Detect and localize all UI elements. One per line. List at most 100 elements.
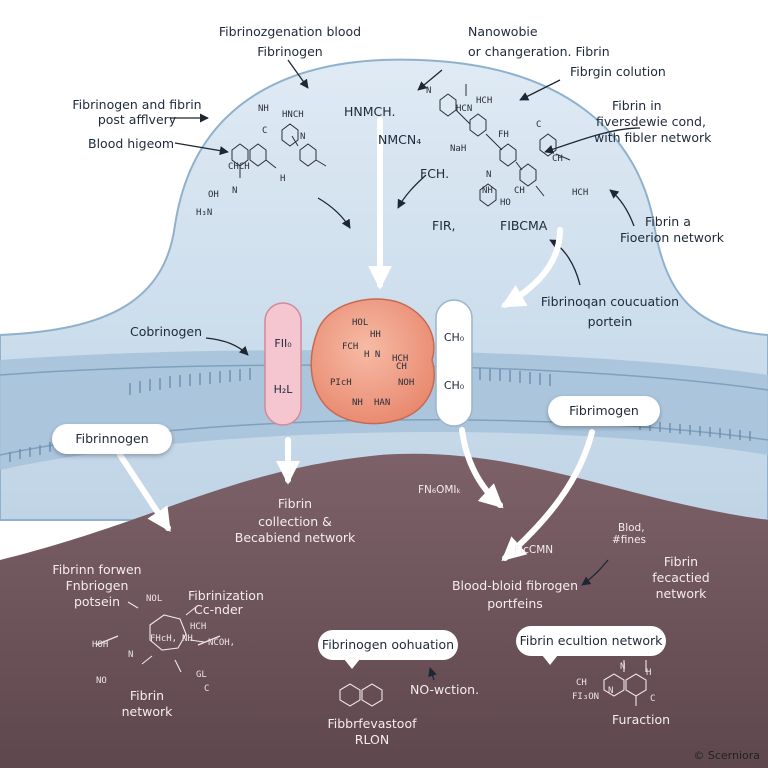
label-lower-left-3: potsein: [73, 594, 121, 609]
mol-top-left-atom: H: [280, 174, 286, 184]
label-mid-fibcma: FIBCMA: [500, 218, 548, 233]
label-lower-left-2: Fnbriogen: [65, 578, 129, 593]
label-right-4: Fibrin a: [645, 214, 691, 229]
label-left-3: Blood higeom: [88, 136, 175, 151]
label-bottom-center-3: RLON: [354, 732, 390, 747]
label-fibrinization-2: Cc-nder: [194, 602, 243, 617]
mol-bottom-left-atom: NH: [182, 634, 193, 644]
label-cobrinogen: Cobrinogen: [130, 324, 203, 339]
label-top-center-1: Fibrinozgenation blood: [218, 24, 362, 39]
mol-top-left-atom: NH: [258, 104, 269, 114]
blob-text-atom: HOL: [352, 318, 369, 328]
mol-top-left-atom: OH: [208, 190, 219, 200]
blob-text-atom: FCH: [342, 342, 359, 352]
mol-bottom-left-atom: NCOH,: [208, 638, 236, 648]
label-right-fibrin-2: fecactied: [652, 570, 710, 585]
capsule-left-text-1: FII₀: [274, 337, 292, 350]
label-right-5: Fioerion network: [620, 230, 725, 245]
mol-top-right-atom: FH: [498, 130, 509, 140]
label-right-fibrin-3: network: [655, 586, 707, 601]
mol-bottom-left-atom: C: [204, 684, 210, 694]
label-center-formula: FIcCMN: [514, 544, 554, 556]
mol-bottom-left-atom: NOL: [146, 594, 163, 604]
bubble-fibrin-ecultion-network: Fibrin ecultion network: [516, 626, 666, 665]
capsule-right-text-1: CH₀: [443, 331, 465, 344]
blob-text-atom: HH: [370, 330, 381, 340]
mol-top-right-atom: C: [536, 120, 542, 130]
label-bottom-center-2: Fibbrfevastoof: [327, 716, 417, 731]
label-center-bottom-3: Becabiend network: [234, 530, 356, 545]
pill-fibrimogen: Fibrimogen: [548, 396, 660, 426]
label-left-1: Fibrinogen and fibrin: [72, 97, 202, 112]
label-lower-left-4: Fibrin: [129, 688, 165, 703]
label-right-1: Fibrin in: [612, 98, 662, 113]
mol-bottom-right-atom: N: [608, 686, 614, 696]
blob-text-atom: CH: [396, 362, 407, 372]
label-bottom-center-1: NO-wction.: [410, 682, 480, 697]
mol-bottom-left-atom: HOH: [92, 640, 109, 650]
label-right-2: fiversdewie cond,: [596, 114, 706, 129]
label-coagulation-2: portein: [587, 314, 633, 329]
label-center-bottom-2: collection &: [258, 514, 332, 529]
mol-top-left-atom: H₃N: [196, 208, 213, 218]
capsule-left: [264, 302, 302, 426]
label-right-small-1: Blod,: [618, 522, 645, 534]
credit-text: © Scerniora: [693, 749, 760, 762]
capsule-right-text-2: CH₀: [443, 379, 465, 392]
blob-text-atom: HAN: [374, 398, 391, 408]
label-center-bottom-1: Fibrin: [277, 496, 313, 511]
capsule-left-text-2: H₂L: [273, 383, 293, 396]
label-mid-hnmch: HNMCH.: [344, 104, 396, 119]
mol-top-right-atom: HCN: [456, 104, 473, 114]
label-top-right-2: or changeration. Fibrin: [468, 44, 610, 59]
mol-bottom-right-atom: CH: [576, 678, 587, 688]
mol-bottom-left-atom: GL: [196, 670, 207, 680]
mol-bottom-left-atom: N: [128, 650, 134, 660]
mol-top-right-atom: CH: [552, 154, 563, 164]
label-top-right-1: Nanowobie: [468, 24, 538, 39]
blob-text-atom: NH: [352, 398, 363, 408]
label-top-center-2: Fibrinogen: [257, 44, 323, 59]
blob-text-atom: PIcH: [330, 378, 352, 388]
label-blood-fibrogen-1: Blood-bloid fibrogen: [451, 578, 579, 593]
mol-top-left-atom: HNCH: [282, 110, 304, 120]
mol-top-right-atom: N: [426, 86, 432, 96]
mol-top-left-atom: N: [232, 186, 238, 196]
mol-bottom-left-atom: HCH: [190, 622, 207, 632]
bubble-fibrinogen-oohuation: Fibrinogen oohuation: [318, 630, 458, 669]
mol-bottom-right-atom: N: [620, 662, 626, 672]
protein-blob: [310, 298, 435, 425]
mol-top-left-atom: CHCH: [228, 162, 250, 172]
label-mid-fch: FCH.: [420, 166, 450, 181]
label-left-2: post afflvery: [97, 112, 177, 127]
blob-text-atom: HCH: [392, 354, 409, 364]
label-mid-nmcn: NMCN₄: [378, 132, 422, 147]
label-bottom-right: Furaction: [612, 712, 671, 727]
mol-top-right-atom: HO: [500, 198, 511, 208]
label-lower-left-1: Fibrinn forwen: [52, 562, 142, 577]
mol-bottom-right-atom: H: [646, 668, 652, 678]
label-blood-fibrogen-2: portfeins: [487, 596, 543, 611]
blob-text-atom: NOH: [398, 378, 415, 388]
label-right-fibrin-1: Fibrin: [663, 554, 699, 569]
label-right-3: with fibler network: [594, 130, 712, 145]
mol-top-right-atom: CH: [514, 186, 525, 196]
label-mid-right-formula: FN₆OMIₖ: [418, 484, 461, 496]
mol-top-right-atom: NaH: [450, 144, 467, 154]
mol-bottom-left-atom: NO: [96, 676, 107, 686]
label-lower-left-5: network: [121, 704, 173, 719]
label-mid-fir: FIR,: [432, 218, 456, 233]
mol-top-right-atom: HCH: [476, 96, 493, 106]
mol-bottom-right-atom: C: [650, 694, 656, 704]
label-right-small-2: #fines: [612, 534, 646, 546]
blob-text-atom: H N: [364, 350, 381, 360]
label-coagulation-1: Fibrinoqan coucuation: [540, 294, 680, 309]
mol-top-right-atom: N: [486, 170, 492, 180]
pill-fibrinnogen: Fibrinnogen: [52, 424, 172, 454]
mol-top-left-atom: C: [262, 126, 268, 136]
mol-top-right-atom: NH: [482, 186, 493, 196]
label-fibrinization-1: Fibrinization: [188, 588, 264, 603]
capsule-right: [435, 299, 473, 427]
